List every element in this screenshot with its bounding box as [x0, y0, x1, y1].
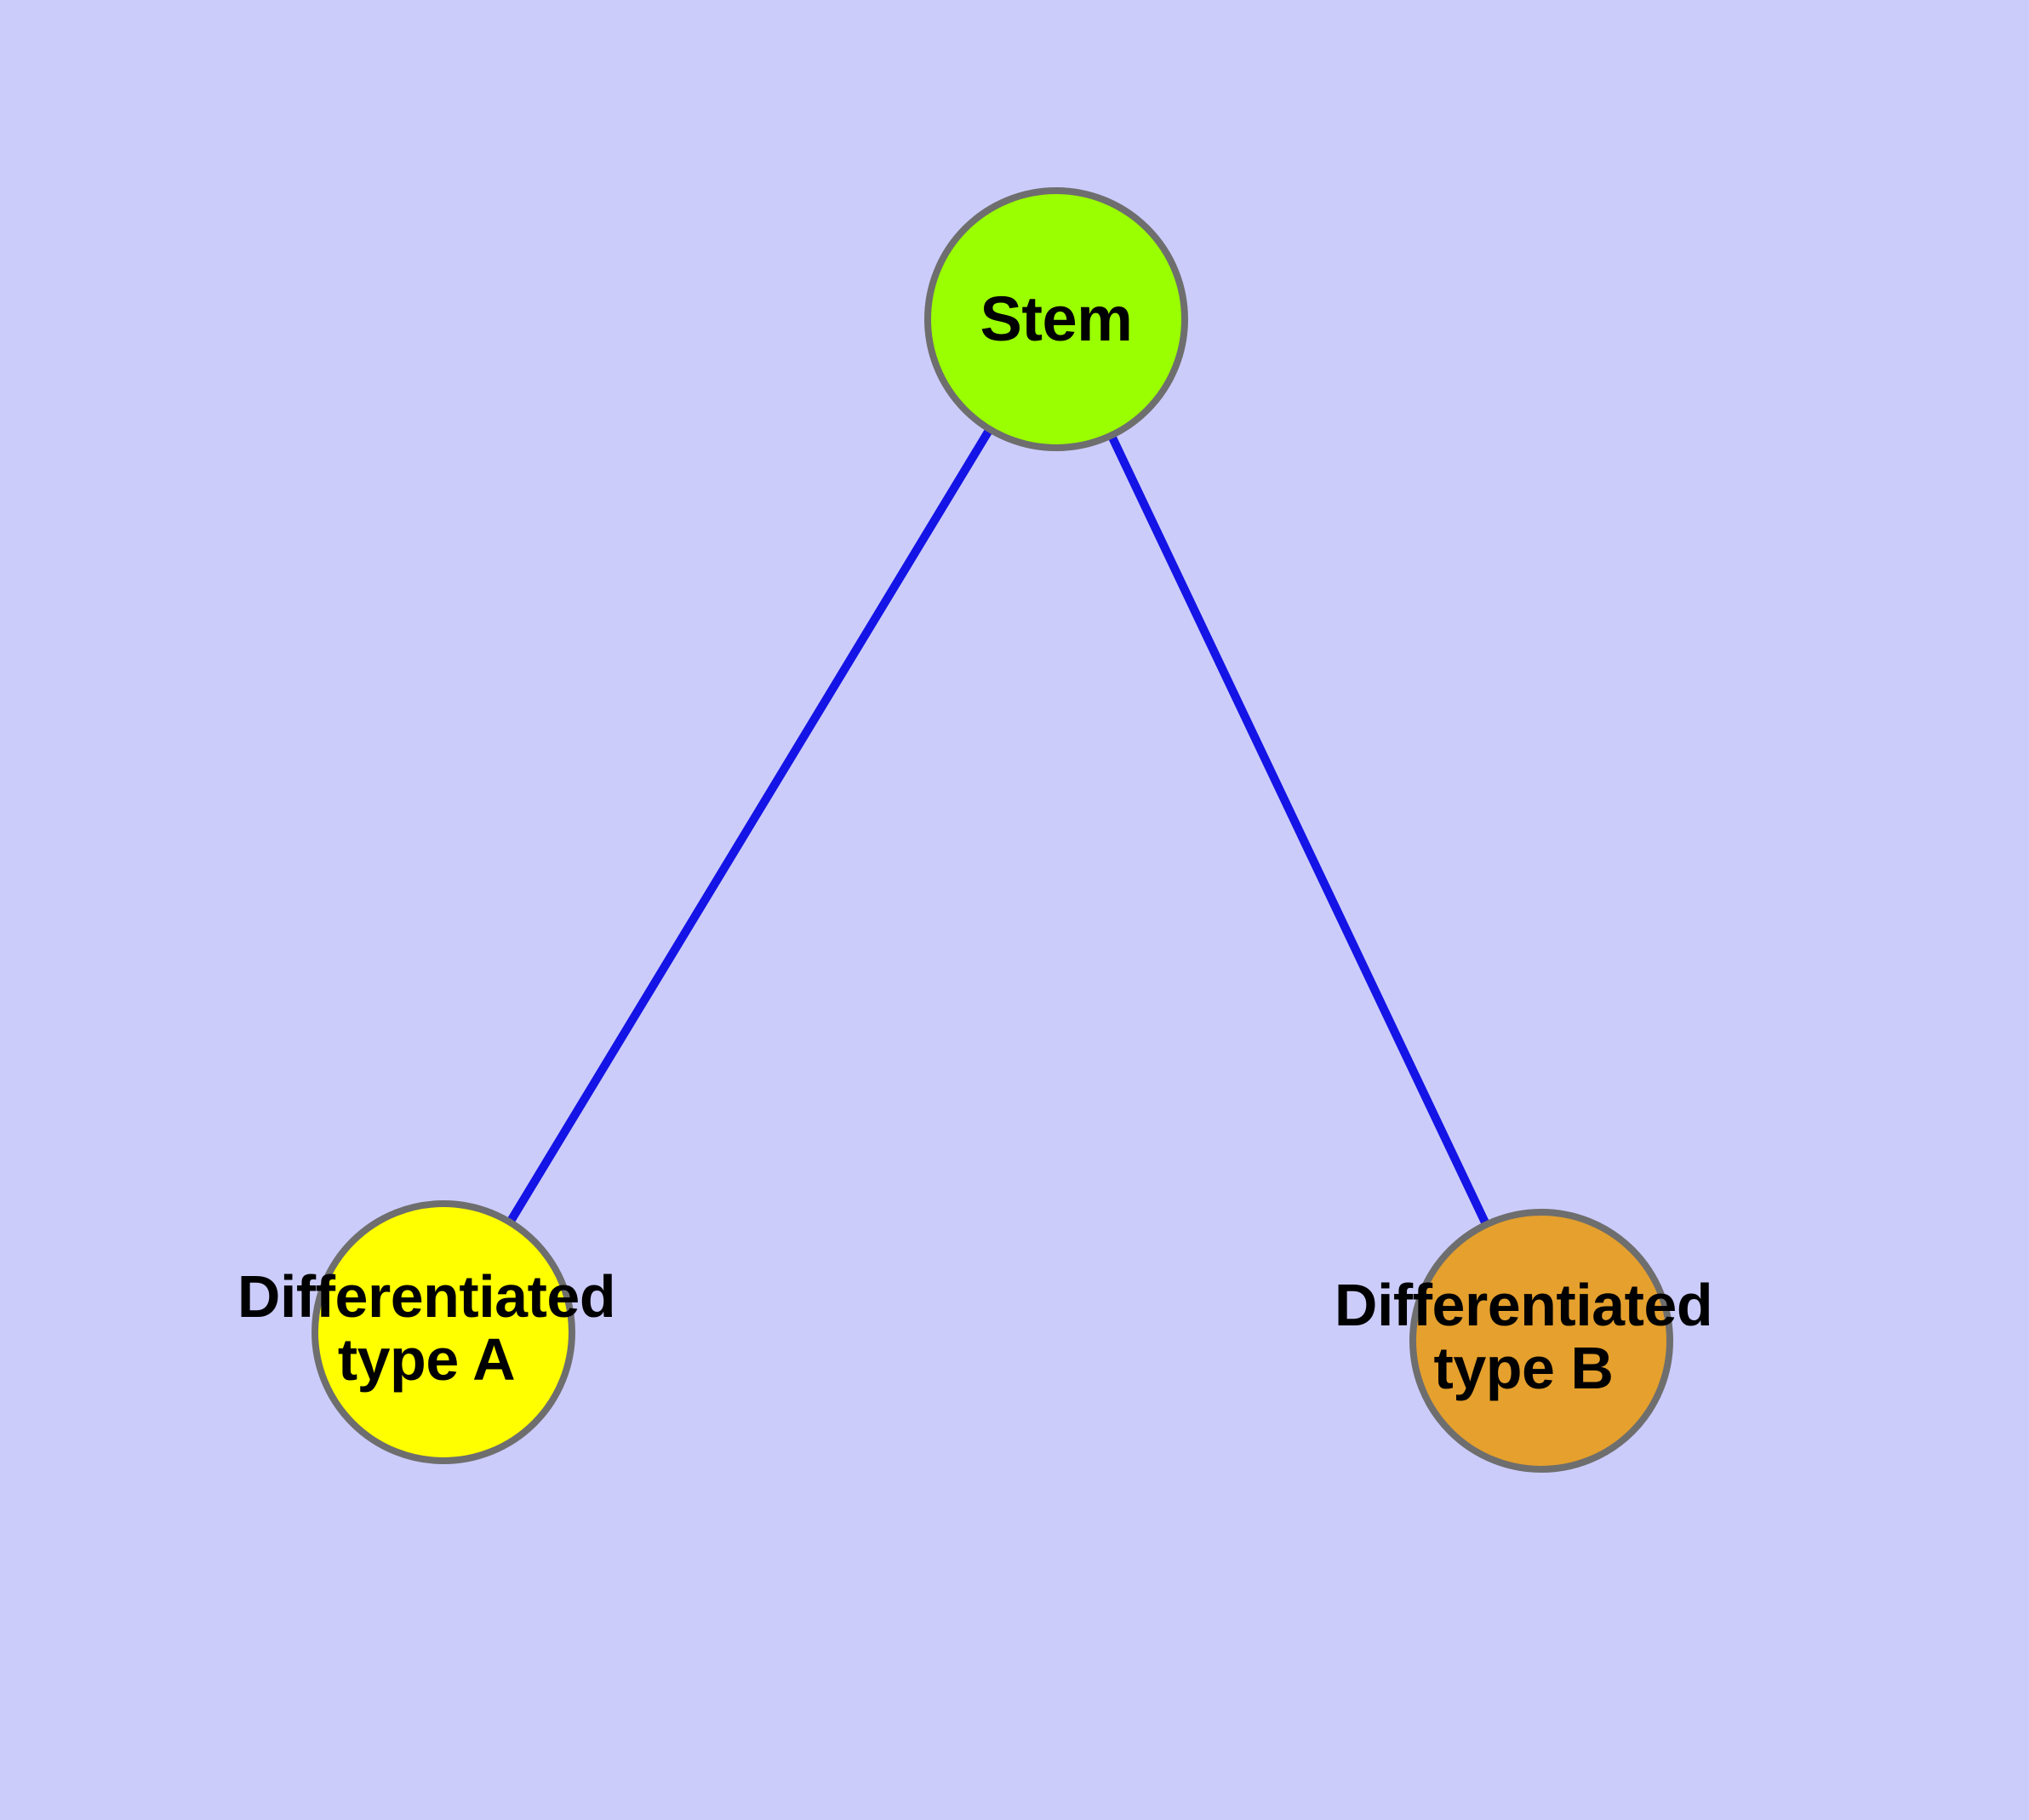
edge-stem-diff-a[interactable]: [504, 424, 996, 1228]
node-circle-diff-b[interactable]: [1409, 1209, 1673, 1473]
edge-stem-diff-b[interactable]: [1106, 430, 1492, 1230]
node-circle-stem[interactable]: [924, 187, 1188, 451]
node-layer: [311, 187, 1673, 1473]
node-circle-diff-a[interactable]: [311, 1200, 575, 1464]
edge-layer: [504, 424, 1492, 1230]
